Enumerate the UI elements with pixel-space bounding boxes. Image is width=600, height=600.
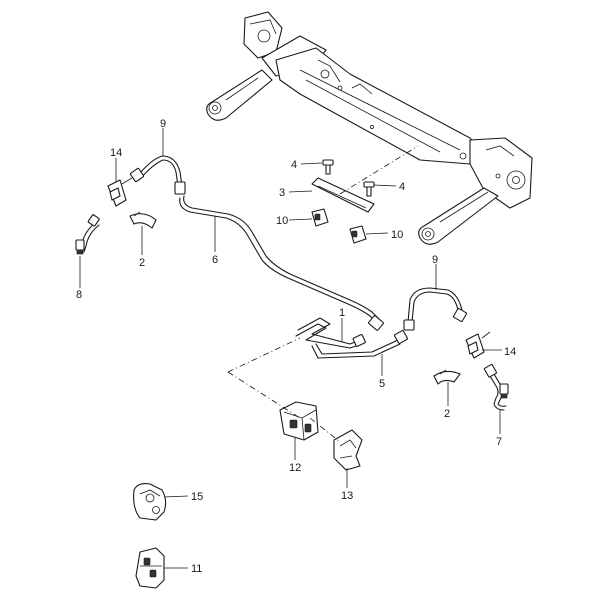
label-10b: 10 (391, 229, 403, 241)
label-9b: 9 (432, 254, 438, 266)
part-2-clip-left[interactable] (129, 211, 157, 229)
part-15-pipe-clamp[interactable] (133, 483, 167, 521)
assembly-lines (227, 145, 419, 443)
part-5-brake-pipe[interactable] (311, 329, 409, 359)
label-12: 12 (289, 462, 301, 474)
rear-axle-beam[interactable] (206, 11, 533, 245)
label-1: 1 (339, 307, 345, 319)
part-4-bolt-a[interactable] (322, 159, 334, 175)
label-11: 11 (191, 563, 202, 575)
label-9a: 9 (160, 118, 166, 130)
part-6-brake-pipe-long[interactable] (179, 195, 384, 331)
label-14a: 14 (110, 147, 122, 159)
label-5: 5 (379, 378, 385, 390)
part-3-bracket[interactable] (311, 177, 375, 213)
part-9-flex-hose-right[interactable] (403, 287, 468, 331)
label-14b: 14 (504, 346, 516, 358)
part-7-brake-pipe-right[interactable] (483, 363, 509, 411)
part-14-bracket-left[interactable] (107, 177, 133, 207)
label-7: 7 (496, 436, 502, 448)
part-1-brake-pipe[interactable] (295, 317, 366, 349)
label-6: 6 (212, 254, 218, 266)
part-10-clamp-a[interactable] (311, 208, 329, 227)
part-2-clip-right[interactable] (433, 369, 461, 385)
part-13-clip-plate[interactable] (333, 429, 363, 471)
label-15: 15 (191, 491, 203, 503)
label-3: 3 (279, 187, 285, 199)
label-2b: 2 (444, 408, 450, 420)
label-2a: 2 (139, 257, 145, 269)
label-4b: 4 (399, 181, 405, 193)
part-11-pipe-clamp[interactable] (135, 547, 165, 589)
callout-labels: 4 3 4 10 10 9 14 2 6 8 1 5 9 14 2 7 12 1… (76, 118, 516, 575)
part-9-flex-hose-left[interactable] (129, 155, 186, 195)
label-13: 13 (341, 490, 353, 502)
part-4-bolt-b[interactable] (363, 181, 375, 197)
part-8-brake-pipe-left[interactable] (75, 214, 100, 255)
label-8: 8 (76, 289, 82, 301)
part-14-bracket-right[interactable] (465, 331, 491, 359)
label-4a: 4 (291, 159, 297, 171)
part-10-clamp-b[interactable] (349, 225, 367, 244)
leader-lines (79, 128, 502, 569)
part-12-pipe-clamp[interactable] (279, 401, 319, 441)
label-10a: 10 (276, 215, 288, 227)
